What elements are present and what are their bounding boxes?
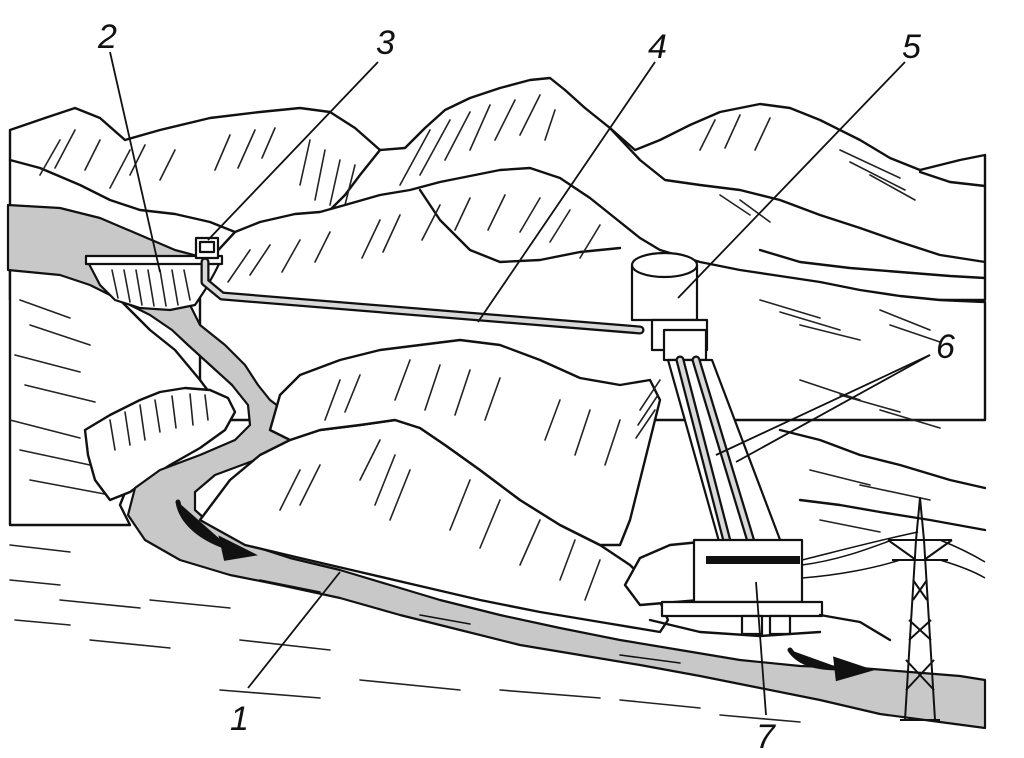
background-hatching bbox=[39, 94, 916, 223]
flow-arrows bbox=[175, 499, 875, 682]
label-1: 1 bbox=[230, 700, 249, 738]
diversion-conduit bbox=[200, 257, 645, 335]
right-hills bbox=[778, 379, 987, 533]
penstocks bbox=[635, 355, 784, 550]
leader-lines bbox=[109, 51, 931, 716]
label-2: 2 bbox=[97, 18, 117, 56]
dam bbox=[84, 254, 224, 312]
surge-tank bbox=[630, 251, 709, 362]
label-3: 3 bbox=[376, 24, 395, 62]
ground-lines bbox=[9, 544, 801, 723]
label-7: 7 bbox=[756, 718, 776, 756]
label-4: 4 bbox=[648, 28, 667, 66]
number-labels: 1 2 3 4 5 6 7 bbox=[97, 18, 955, 756]
front-mountain bbox=[198, 338, 670, 634]
label-6: 6 bbox=[936, 328, 955, 366]
transmission-tower bbox=[801, 497, 986, 721]
powerhouse bbox=[623, 538, 892, 642]
left-banks bbox=[8, 260, 237, 527]
label-5: 5 bbox=[902, 28, 921, 66]
water-intake bbox=[194, 236, 220, 260]
flow-arrow-lower-head bbox=[833, 656, 875, 682]
flow-arrow-upper-head bbox=[218, 535, 258, 561]
middle-hatching bbox=[227, 194, 941, 343]
